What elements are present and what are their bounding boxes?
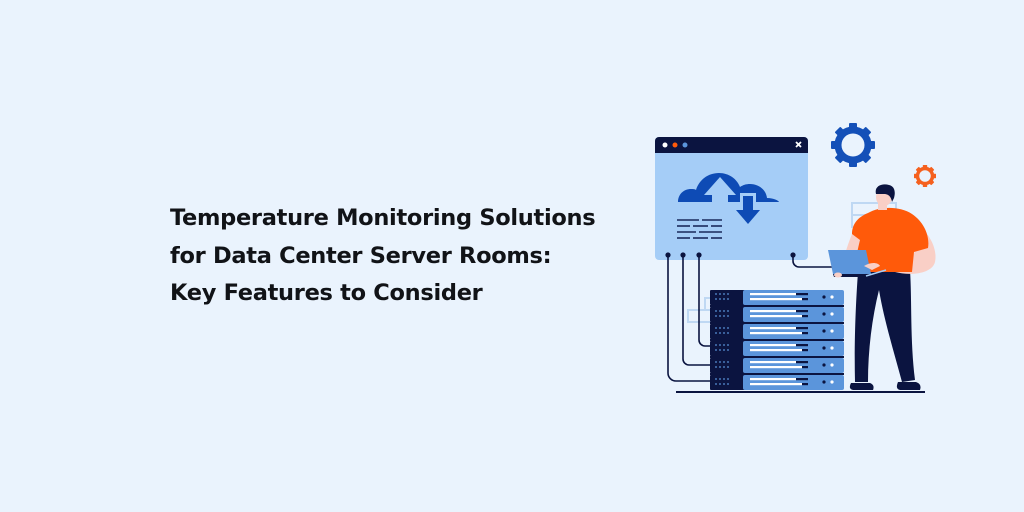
cables [667,255,834,382]
server-unit-5 [710,358,844,375]
server-unit-2 [710,307,844,324]
page-title: Temperature Monitoring Solutions for Dat… [170,200,630,313]
title-line-2: for Data Center Server Rooms: [170,242,552,269]
close-icon [795,141,802,148]
title-line-1: Temperature Monitoring Solutions [170,205,596,231]
server-unit-6 [710,375,844,390]
server-unit-1 [710,290,844,307]
window-dot-orange [672,142,678,148]
window-dot-white [662,142,668,148]
person-with-laptop [828,184,936,390]
text-lines-icon [677,219,722,239]
cloud-upload-download-icon [678,173,779,226]
vent-dots [715,293,729,385]
browser-window [655,137,808,260]
server-unit-3 [710,324,844,341]
title-line-3: Key Features to Consider [170,280,483,306]
window-dot-blue [682,142,688,148]
gear-icon-small [914,165,936,187]
gear-icon-large [831,123,875,167]
server-rack [710,290,844,390]
server-unit-4 [710,341,844,358]
